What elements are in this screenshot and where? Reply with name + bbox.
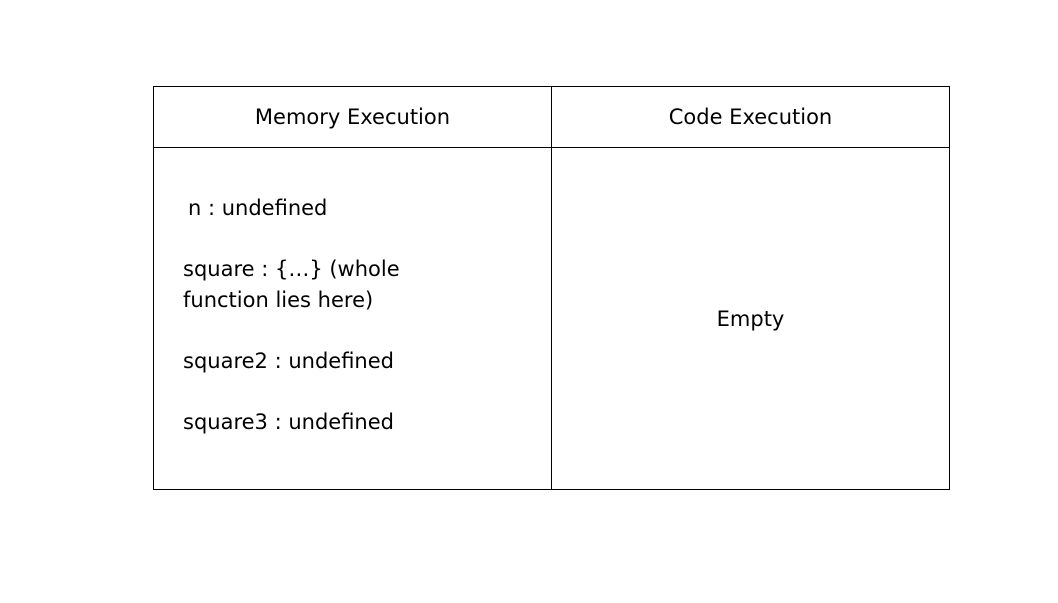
memory-entry-square3: square3 : undefined [183, 410, 394, 434]
memory-execution-header: Memory Execution [254, 105, 451, 129]
column-divider [551, 87, 552, 489]
memory-entry-square2: square2 : undefined [183, 349, 394, 373]
header-divider [154, 147, 949, 148]
memory-entry-square: square : {…} (whole function lies here) [183, 254, 400, 316]
code-execution-header: Code Execution [668, 105, 833, 129]
code-execution-content: Empty [552, 148, 949, 489]
memory-entry-square-line2: function lies here) [183, 288, 374, 312]
code-execution-empty-label: Empty [716, 306, 785, 331]
execution-context-table: Memory Execution Code Execution n : unde… [153, 86, 950, 490]
memory-entry-n: n : undefined [188, 196, 328, 220]
memory-entry-square-line1: square : {…} (whole [183, 257, 400, 281]
